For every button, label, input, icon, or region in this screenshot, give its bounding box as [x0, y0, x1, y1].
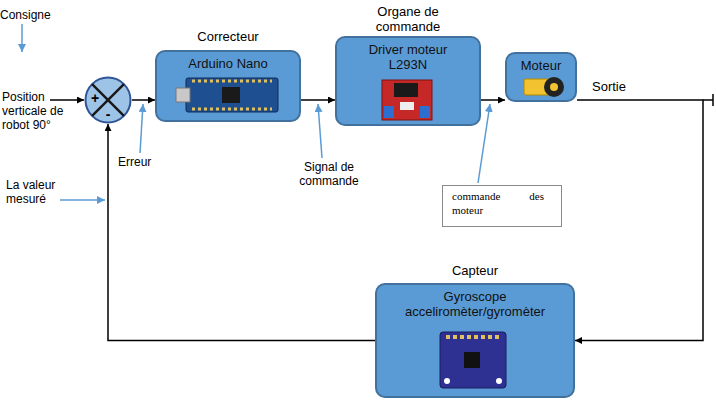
signal-connector [301, 99, 335, 101]
arduino-board [186, 78, 278, 112]
controller-box: CorrecteurArduino Nano [155, 50, 301, 122]
block-title: Moteur [509, 58, 573, 73]
block-heading: Correcteur [168, 29, 288, 44]
block-heading: Organe de commande [368, 4, 448, 34]
setpoint-label: Consigne [0, 8, 51, 22]
signal-connector [575, 100, 703, 341]
pin-row [192, 81, 272, 109]
usb-connector [176, 88, 190, 102]
signal-connector [481, 99, 505, 101]
note-text: commande des moteur [452, 189, 544, 217]
mount-hole [496, 378, 502, 384]
signal-connector [108, 124, 375, 341]
annotation-arrow [60, 199, 105, 201]
summing-junction: +- [84, 76, 132, 124]
junction-circle [86, 78, 131, 123]
annotation-arrow [21, 24, 23, 52]
output-tick [712, 94, 714, 106]
driver-box: Organe de commandeDriver moteur L293N [335, 36, 481, 126]
error-label: Erreur [118, 155, 151, 169]
block-heading: Capteur [415, 263, 535, 278]
annotation-arrow [140, 104, 143, 153]
driver-board [382, 80, 432, 120]
sign-minus: - [106, 107, 111, 121]
input-arrow [50, 99, 84, 101]
motor-box: Moteur [505, 52, 577, 102]
chip [464, 352, 480, 368]
pin-row [446, 335, 500, 339]
connector [400, 102, 414, 110]
input-label: Position verticale de robot 90° [2, 90, 74, 132]
sensor-box: CapteurGyroscope acceliromèter/gyromèter [375, 283, 575, 398]
sign-plus: + [91, 91, 99, 105]
terminal [420, 106, 430, 118]
gyro-board [440, 332, 506, 388]
block-title: Driver moteur L293N [358, 42, 458, 72]
annotation-arrow [318, 104, 322, 158]
wheel [544, 77, 564, 97]
note-box: commande des moteur [442, 185, 562, 227]
annotation-arrow [478, 104, 490, 183]
motor-body [524, 79, 550, 95]
signal-label: Signal de commande [290, 160, 368, 188]
heatsink [394, 83, 418, 97]
output-label: Sortie [592, 80, 626, 94]
chip [222, 87, 240, 103]
wheel-hub [550, 83, 558, 91]
output-line [703, 99, 713, 101]
terminal [384, 106, 394, 118]
measure-label: La valeur mesuré [6, 178, 68, 206]
block-title: Gyroscope acceliromèter/gyromèter [390, 289, 560, 319]
mount-hole [444, 378, 450, 384]
signal-connector [132, 99, 155, 101]
block-title: Arduino Nano [163, 56, 293, 71]
